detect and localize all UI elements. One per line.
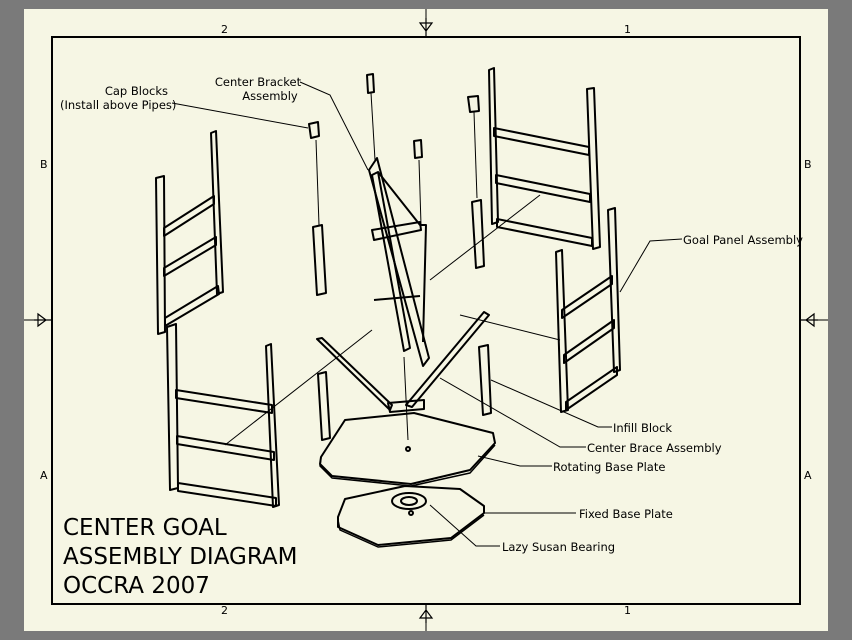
guide-line	[459, 314, 561, 341]
zone-label-top-right: 1	[624, 23, 631, 36]
leader-rotating-base	[477, 455, 552, 467]
center-arrow-bottom	[418, 604, 434, 623]
cap-block	[467, 95, 480, 113]
callout-center-bracket-line1: Center Bracket	[214, 75, 302, 89]
guide-line	[224, 329, 373, 446]
center-arrow-right	[800, 312, 818, 328]
goal-panel-upper-right	[488, 67, 601, 250]
center-pin	[405, 446, 411, 452]
callout-cap-blocks-label: Cap Blocks	[104, 84, 168, 98]
goal-panel-lower-left	[166, 323, 280, 508]
cap-block	[366, 73, 375, 94]
callout-goal-panel: Goal Panel Assembly	[683, 233, 803, 247]
callout-lazy-susan: Lazy Susan Bearing	[502, 540, 616, 554]
assembly-drawing	[24, 9, 828, 631]
infill-block	[317, 371, 331, 441]
goal-panel-lower-right	[555, 207, 621, 413]
infill-block	[478, 344, 492, 416]
zone-label-bottom-right: 1	[624, 604, 631, 617]
guide-line	[315, 139, 320, 226]
callout-cap-blocks: Cap Blocks (Install above Pipes)	[60, 84, 176, 112]
title-line-1: CENTER GOAL	[63, 515, 227, 541]
leader-goal-panel	[619, 238, 683, 293]
guide-line	[418, 159, 422, 226]
leader-cap-blocks	[171, 102, 309, 129]
title-line-2: ASSEMBLY DIAGRAM	[63, 544, 298, 570]
center-arrow-top	[418, 18, 434, 37]
center-bracket-assembly	[368, 157, 430, 367]
title-line-3: OCCRA 2007	[63, 573, 210, 599]
center-arrow-left	[34, 312, 52, 328]
center-brace-assembly	[316, 311, 490, 413]
guide-line	[403, 356, 409, 441]
guide-line	[429, 194, 541, 281]
callout-center-bracket-line2: Assembly	[242, 89, 298, 103]
leader-infill-block	[490, 379, 612, 428]
callout-center-brace: Center Brace Assembly	[587, 441, 722, 455]
zone-label-left-lower: A	[40, 469, 48, 482]
lazy-susan-bearing	[391, 492, 427, 510]
zone-label-right-upper: B	[804, 158, 812, 171]
guide-line	[370, 92, 376, 161]
zone-label-right-lower: A	[804, 469, 812, 482]
infill-block	[471, 199, 485, 269]
zone-label-top-left: 2	[221, 23, 228, 36]
leader-center-bracket	[299, 81, 369, 171]
goal-panel-upper-left	[155, 130, 224, 335]
callout-infill-block: Infill Block	[613, 421, 673, 435]
center-pin	[408, 510, 414, 516]
callout-fixed-base: Fixed Base Plate	[579, 507, 673, 521]
leader-center-brace	[439, 377, 586, 448]
zone-label-left-upper: B	[40, 158, 48, 171]
zone-label-bottom-left: 2	[221, 604, 228, 617]
cap-block	[413, 139, 423, 159]
title-block: CENTER GOAL ASSEMBLY DIAGRAM OCCRA 2007	[63, 514, 297, 601]
guide-line	[473, 111, 478, 199]
callout-cap-blocks-note: (Install above Pipes)	[60, 98, 177, 112]
callout-rotating-base: Rotating Base Plate	[553, 460, 666, 474]
callout-center-bracket: Center Bracket Assembly	[210, 75, 306, 103]
fixed-base-plate-edge	[337, 514, 485, 548]
lazy-susan-bearing-inner	[400, 496, 418, 506]
cap-block	[308, 121, 320, 139]
rotating-base-plate-edge	[319, 444, 496, 487]
drawing-sheet: 2 1 2 1 B A B A Cap Blocks (Install abov…	[24, 9, 828, 631]
infill-block	[312, 224, 327, 296]
leader-lazy-susan	[429, 504, 500, 547]
